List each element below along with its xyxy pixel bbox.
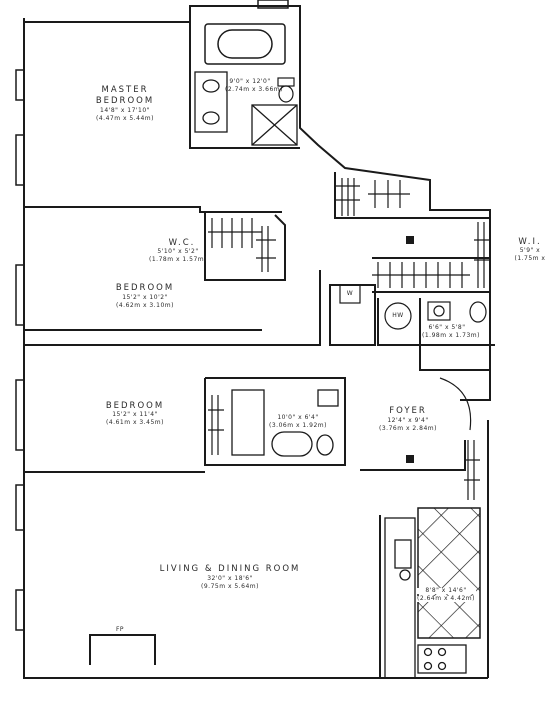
closet-block	[334, 172, 490, 219]
master-bedroom-line1: MASTER	[101, 85, 149, 95]
bedroom2-dim-ft: 15'2" x 10'2"	[122, 294, 168, 301]
wc-dim-m: (1.78m x 1.57m)	[149, 256, 207, 263]
master-bedroom-name2: BEDROOM	[60, 97, 190, 106]
windows-west	[15, 69, 25, 631]
living-dining-name: LIVING & DINING ROOM	[159, 564, 301, 574]
wall-bed2-bed3-b	[24, 270, 321, 346]
powder-dim-m: (1.98m x 1.73m)	[422, 332, 480, 339]
bath2-tub	[231, 389, 339, 457]
powder-fixtures	[427, 301, 487, 323]
walk-in-closet-name: W.I.	[518, 237, 542, 247]
master-bedroom-dim-ft: 14'8" x 17'10"	[100, 107, 150, 114]
wc-name: W.C.	[168, 238, 196, 248]
master-bedroom-name: MASTER	[60, 86, 190, 95]
bedroom3-dim-ft: 15'2" x 11'4"	[112, 411, 158, 418]
outer-wall-east	[250, 5, 491, 678]
water-heater-label: HW	[392, 312, 404, 319]
kitchen-tile-floor	[417, 507, 481, 639]
master-bedroom-dim-m: (4.47m x 5.44m)	[96, 115, 154, 122]
bath2-dim-m: (3.06m x 1.92m)	[269, 422, 327, 429]
living-dining-dim-ft: 32'0" x 18'6"	[207, 575, 253, 582]
kitchen-counters	[384, 517, 467, 679]
fireplace	[89, 634, 156, 665]
bath-west-wall	[189, 22, 300, 149]
powder-dim-ft: 6'6" x 5'8"	[428, 324, 466, 331]
powder-room	[377, 298, 495, 371]
windows-top	[257, 0, 289, 9]
wc-dim-ft: 5'10" x 5'2"	[157, 248, 199, 255]
living-dining-dim-m: (9.75m x 5.64m)	[201, 583, 259, 590]
entry-door-swing	[439, 377, 472, 431]
kitchen-dim-ft: 8'8" x 14'6"	[416, 588, 476, 594]
master-top-wall	[24, 5, 250, 23]
foyer-dim-ft: 12'4" x 9'4"	[387, 417, 429, 424]
washer	[339, 284, 412, 330]
master-tub	[204, 23, 286, 65]
outer-wall-west	[23, 18, 488, 679]
closet-rods	[208, 178, 490, 500]
master-bath-dim-ft: 9'0" x 12'0"	[229, 78, 271, 85]
bath2-dim-ft: 10'0" x 6'4"	[277, 414, 319, 421]
walk-in-closet-dim-ft: 5'9" x	[519, 247, 541, 254]
foyer-name: FOYER	[389, 406, 427, 416]
fireplace-label: FP	[115, 626, 125, 633]
walk-in-closet-dim-m: (1.75m x	[514, 255, 546, 262]
master-shower	[251, 104, 298, 146]
bath2-walls	[204, 377, 346, 466]
ceiling-lights	[406, 236, 414, 463]
foyer-dim-m: (3.76m x 2.84m)	[379, 425, 437, 432]
master-bath-dim-m: (2.74m x 3.66m)	[225, 86, 283, 93]
bedroom3-name: BEDROOM	[105, 401, 165, 411]
closet-block-low	[372, 257, 490, 293]
wc-closet	[204, 213, 286, 281]
bedroom3-dim-m: (4.61m x 3.45m)	[106, 419, 164, 426]
master-toilet	[277, 77, 295, 103]
master-vanity	[194, 71, 228, 133]
kitchen-dim-m: (2.64m x 4.42m)	[416, 595, 476, 602]
bedroom2-dim-m: (4.62m x 3.10m)	[116, 302, 174, 309]
master-bedroom-line2: BEDROOM	[95, 96, 155, 106]
bedroom2-name: BEDROOM	[115, 283, 175, 293]
wall-master-bed2	[24, 206, 282, 213]
foyer-wall	[360, 440, 466, 471]
washer-label: W	[346, 290, 354, 297]
